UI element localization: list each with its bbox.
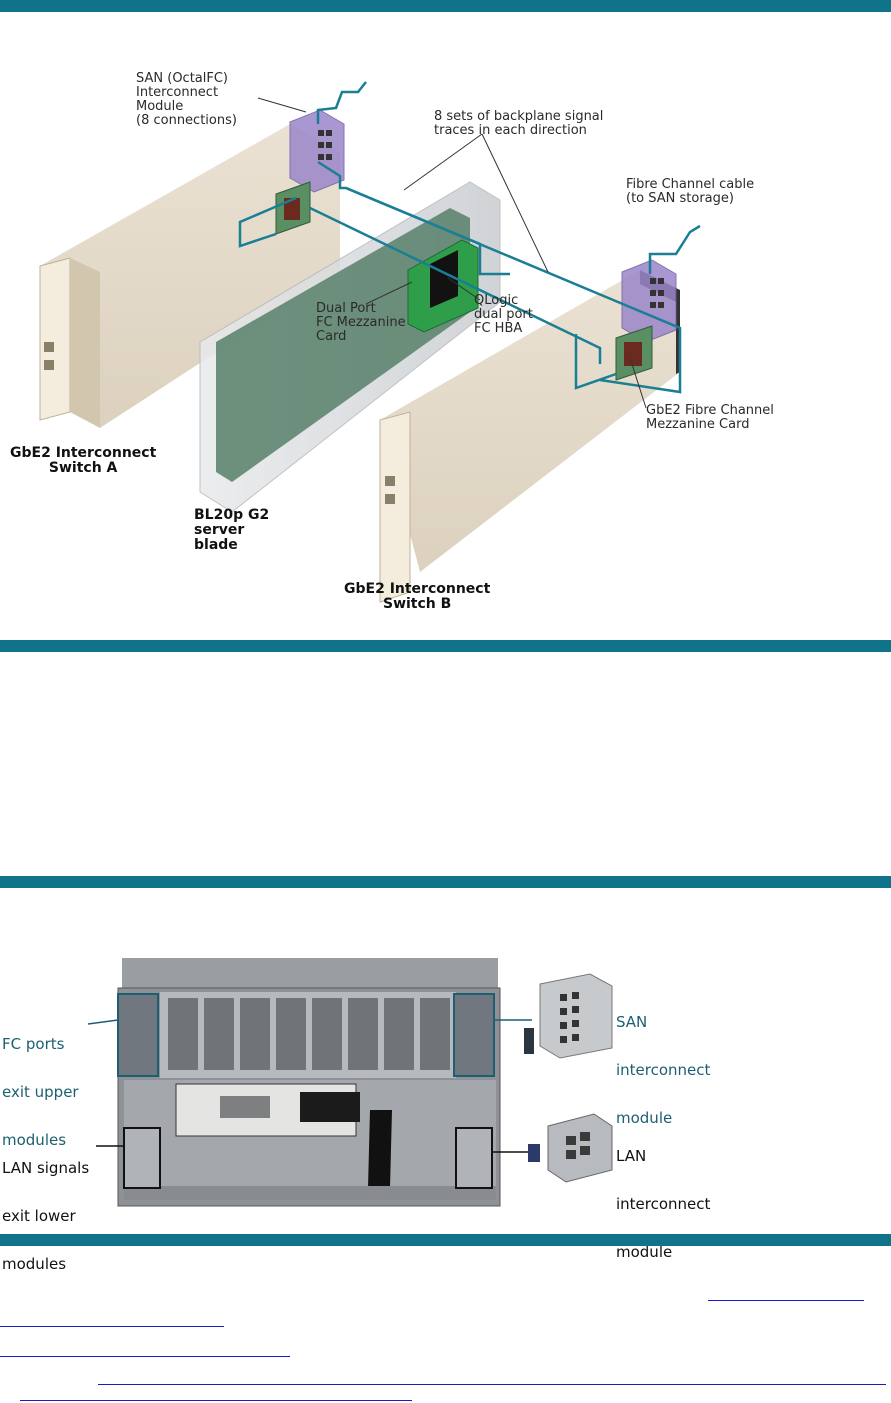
label-lan-interconnect-module: LAN interconnect module bbox=[616, 1147, 711, 1261]
link-underline-5[interactable] bbox=[20, 1400, 412, 1401]
label-lan-signals: LAN signals exit lower modules bbox=[2, 1159, 90, 1273]
gbe2-fc-card-right-shape bbox=[615, 325, 653, 381]
label-san-interconnect-module: SAN interconnect module bbox=[616, 1013, 711, 1127]
switch-a-shape bbox=[39, 124, 340, 428]
pointer-lines bbox=[87, 1019, 532, 1025]
label-dual-port-card: Dual Port FC Mezzanine Card bbox=[316, 301, 406, 344]
backplane-traces bbox=[238, 81, 701, 394]
separator-band-3 bbox=[0, 1234, 891, 1246]
lan-module-photo bbox=[528, 1113, 613, 1183]
link-underline-1[interactable] bbox=[708, 1300, 864, 1301]
label-server-blade: BL20p G2 server blade bbox=[194, 507, 270, 553]
san-module-left-shape bbox=[289, 109, 345, 193]
label-backplane-traces: 8 sets of backplane signal traces in eac… bbox=[434, 109, 604, 138]
label-switch-a: GbE2 Interconnect Switch A bbox=[10, 445, 157, 476]
enclosure-photo bbox=[117, 958, 501, 1207]
blade-diagram bbox=[39, 81, 701, 603]
label-switch-b: GbE2 Interconnect Switch B bbox=[344, 581, 491, 612]
header-band bbox=[0, 0, 891, 12]
label-gbe2-fc-card: GbE2 Fibre Channel Mezzanine Card bbox=[646, 403, 774, 432]
link-underline-2[interactable] bbox=[0, 1326, 224, 1327]
link-underline-4[interactable] bbox=[98, 1384, 886, 1385]
label-san-module: SAN (OctalFC) Interconnect Module (8 con… bbox=[136, 71, 237, 128]
label-qlogic-hba: QLogic dual port FC HBA bbox=[474, 293, 533, 336]
separator-band-2 bbox=[0, 876, 891, 888]
gbe2-fc-card-left-shape bbox=[275, 181, 311, 235]
leader-lines bbox=[257, 97, 647, 409]
switch-b-shape bbox=[379, 270, 680, 603]
separator-band-1 bbox=[0, 640, 891, 652]
san-module-photo bbox=[524, 973, 613, 1059]
enclosure-rear-diagram bbox=[87, 958, 613, 1207]
label-fc-ports: FC ports exit upper modules bbox=[2, 1035, 79, 1149]
label-fc-cable: Fibre Channel cable (to SAN storage) bbox=[626, 177, 755, 206]
link-underline-3[interactable] bbox=[0, 1356, 290, 1357]
